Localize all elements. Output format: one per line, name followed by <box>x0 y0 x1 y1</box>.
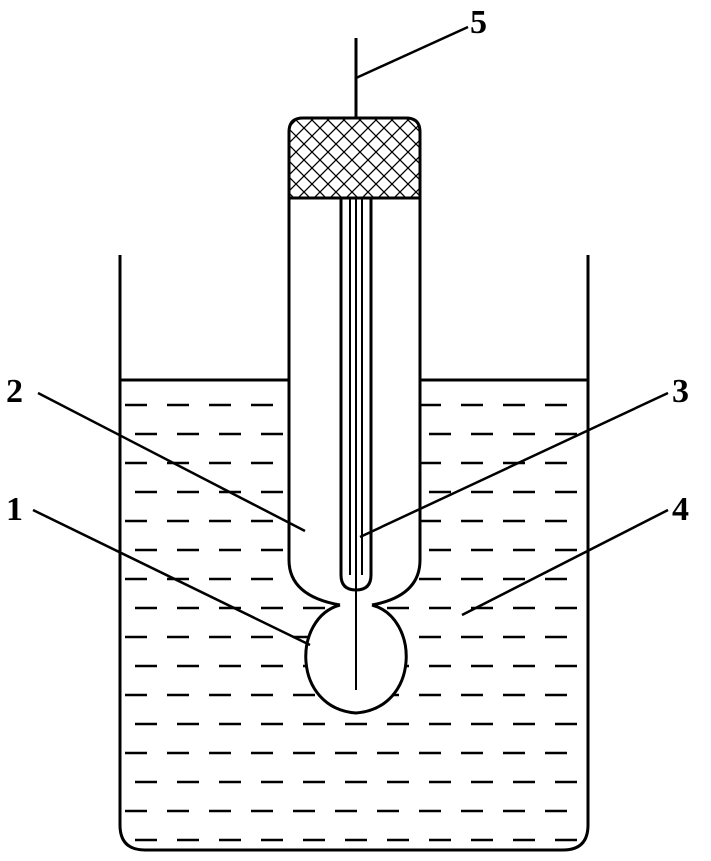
label-1: 1 <box>6 491 23 528</box>
outer-tube <box>287 198 341 607</box>
leader-line-3 <box>359 391 669 539</box>
beaker-outline <box>118 255 590 852</box>
leader-line-4 <box>461 508 669 617</box>
label-4: 4 <box>672 491 689 528</box>
tube-backdrop <box>289 118 420 713</box>
label-2: 2 <box>6 373 23 410</box>
label-5: 5 <box>470 4 487 41</box>
leader-line-1 <box>32 508 311 647</box>
outer-tube-right <box>371 198 422 607</box>
leader-line-2 <box>37 391 306 533</box>
leader-line-5 <box>355 25 469 80</box>
label-3: 3 <box>672 373 689 410</box>
bulb <box>304 603 408 715</box>
cap <box>287 116 422 200</box>
